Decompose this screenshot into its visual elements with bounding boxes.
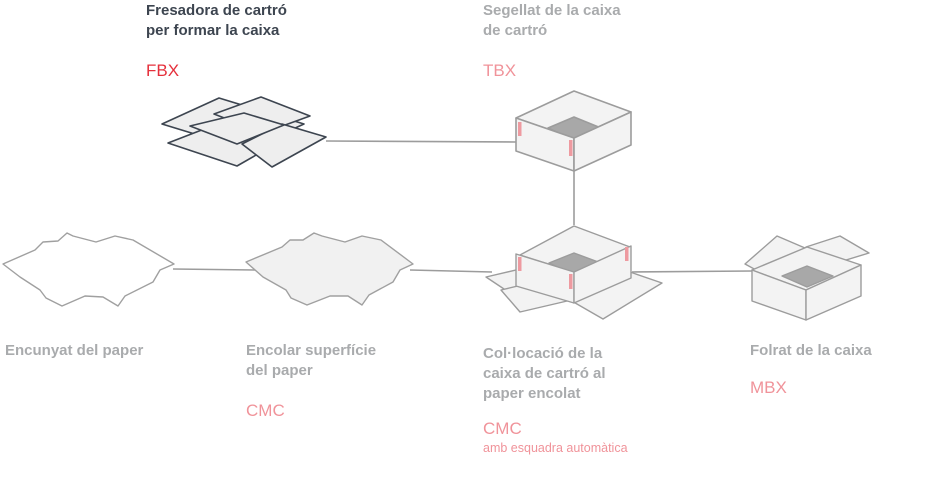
encunyat-title-line-1: Encunyat del paper (5, 342, 144, 359)
fresadora-title: Fresadora de cartró per formar la caixa (146, 1, 287, 41)
encolar-code: CMC (246, 401, 285, 420)
collocacio-code: CMC (483, 419, 522, 438)
folrat-code: MBX (750, 378, 787, 397)
lined-box-icon (744, 235, 870, 321)
segellat-code: TBX (483, 61, 517, 80)
connector-fresadora-segellat (325, 140, 517, 143)
collocacio-title-line-2: caixa de cartró al (483, 365, 606, 382)
encolar-title-line-1: Encolar superfície (246, 342, 377, 359)
sealed-box-icon (515, 90, 632, 172)
segellat-title-line-2: de cartró (483, 22, 548, 39)
segellat-title-line-1: Segellat de la caixa (483, 2, 621, 19)
connector-encunyat-encolar (172, 268, 256, 271)
fresadora-title-line-2: per formar la caixa (146, 22, 280, 39)
folrat-title: Folrat de la caixa (750, 341, 872, 361)
collocacio-title-line-3: paper encolat (483, 385, 581, 402)
box-on-paper-icon (485, 225, 663, 320)
collocacio-title: Col·locació de la caixa de cartró al pap… (483, 344, 606, 404)
connectors (172, 140, 753, 273)
connector-collocacio-folrat (631, 270, 753, 273)
flat-cardboard-icon (161, 96, 327, 168)
folrat-title-line-1: Folrat de la caixa (750, 342, 872, 359)
encolar-title-line-2: del paper (246, 362, 313, 379)
glued-paper-icon (245, 232, 414, 306)
fresadora-code: FBX (146, 61, 180, 80)
segellat-title: Segellat de la caixa de cartró (483, 1, 621, 41)
collocacio-title-line-1: Col·locació de la (483, 345, 603, 362)
collocacio-note: amb esquadra automàtica (483, 441, 628, 455)
connector-encolar-collocacio (409, 269, 493, 273)
encolar-title: Encolar superfície del paper (246, 341, 376, 381)
fresadora-title-line-1: Fresadora de cartró (146, 2, 287, 19)
die-cut-paper-icon (2, 232, 175, 307)
encunyat-title: Encunyat del paper (5, 341, 143, 361)
